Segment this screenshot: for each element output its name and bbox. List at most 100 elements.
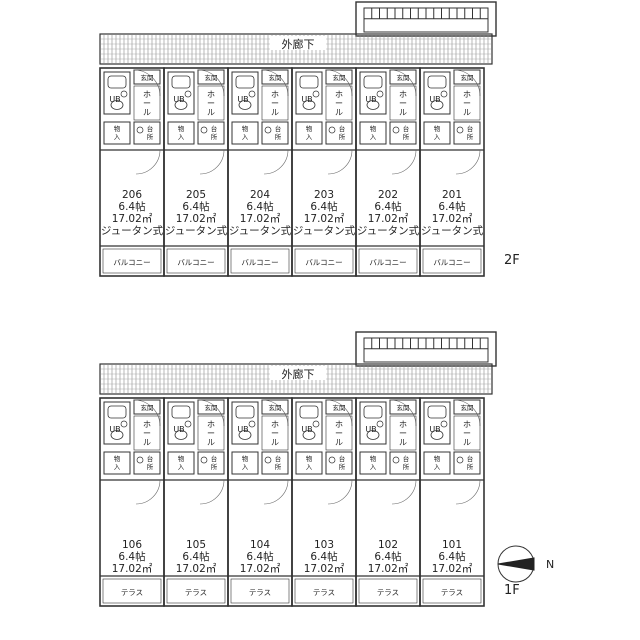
storage-label: 物入 (370, 124, 377, 141)
vertical-char: 台 (147, 454, 154, 463)
kitchen-box (133, 451, 161, 475)
front-label: バルコニー (369, 258, 406, 267)
vertical-char: 物 (178, 454, 185, 463)
vertical-char: 台 (211, 454, 218, 463)
entrance-label: 玄関 (141, 403, 154, 412)
vertical-char: 物 (178, 124, 185, 133)
unit-number: 101 (442, 539, 462, 551)
unit-size: 6.4帖 (118, 550, 146, 563)
hall-label: ホール (463, 420, 471, 447)
vertical-char: 台 (339, 124, 346, 133)
stove-icon (136, 456, 144, 464)
kitchen-label: 台所 (339, 124, 346, 141)
hall-area (453, 85, 481, 121)
vertical-char: 所 (467, 462, 474, 471)
vertical-char: ホ (399, 420, 407, 429)
corridor-outline (99, 363, 493, 395)
kitchen-label: 台所 (147, 454, 154, 471)
entrance-label: 玄関 (397, 403, 410, 412)
bathtub-icon (107, 75, 127, 89)
unit-floor-type: ジュータン式 (357, 224, 420, 237)
sink-icon (248, 90, 256, 98)
hall-area (133, 85, 161, 121)
vertical-char: ー (271, 429, 279, 438)
vertical-char: 入 (434, 463, 441, 471)
vertical-char: 入 (114, 133, 121, 141)
bathtub-icon (107, 405, 127, 419)
stair-outline (355, 331, 497, 367)
bath-unit (423, 401, 451, 445)
storage-label: 物入 (370, 454, 377, 471)
vertical-char: 物 (434, 454, 441, 463)
storage-box (423, 451, 451, 475)
vertical-char: ー (207, 99, 215, 108)
vertical-char: ホ (463, 90, 471, 99)
vertical-char: ホ (143, 90, 151, 99)
storage-box (359, 121, 387, 145)
kitchen-box (325, 451, 353, 475)
unit-number: 102 (378, 539, 398, 551)
vertical-char: 台 (275, 454, 282, 463)
floor-1f: 外廊下UB玄関ホール物入台所1066.4帖17.02㎡テラスUB玄関ホール物入台… (99, 331, 520, 607)
storage-label: 物入 (434, 124, 441, 141)
corridor-label: 外廊下 (282, 37, 315, 51)
kitchen-label: 台所 (403, 454, 410, 471)
storage-box (295, 121, 323, 145)
storage-box (295, 451, 323, 475)
entrance-box (389, 399, 417, 415)
vertical-char: 入 (242, 463, 249, 471)
vertical-char: ル (271, 438, 279, 447)
vertical-char: 所 (211, 132, 218, 141)
hall-area (453, 415, 481, 451)
vertical-char: 所 (403, 132, 410, 141)
unit-number: 202 (378, 189, 398, 201)
storage-label: 物入 (242, 124, 249, 141)
unit-size: 6.4帖 (118, 200, 146, 213)
hall-label: ホール (207, 420, 215, 447)
front-label: テラス (441, 588, 463, 597)
storage-box (359, 451, 387, 475)
kitchen-box (325, 121, 353, 145)
kitchen-label: 台所 (211, 124, 218, 141)
bath-label: UB (429, 425, 440, 434)
storage-label: 物入 (434, 454, 441, 471)
unit-size: 6.4帖 (438, 200, 466, 213)
stairs-1f (355, 331, 497, 367)
vertical-char: ー (463, 99, 471, 108)
front-label: バルコニー (433, 258, 470, 267)
hall-label: ホール (271, 420, 279, 447)
unit-area: 17.02㎡ (432, 213, 473, 225)
kitchen-label: 台所 (339, 454, 346, 471)
hall-area (325, 85, 353, 121)
front-area (422, 248, 482, 274)
sink-icon (184, 420, 192, 428)
vertical-char: ホ (335, 90, 343, 99)
compass-arrow (497, 557, 535, 571)
front-area (358, 578, 418, 604)
bath-unit (359, 71, 387, 115)
bath-unit (167, 71, 195, 115)
front-area (102, 578, 162, 604)
kitchen-box (389, 121, 417, 145)
hall-area (261, 85, 289, 121)
kitchen-box (389, 451, 417, 475)
hall-area (133, 415, 161, 451)
bathtub-icon (299, 405, 319, 419)
entrance-label: 玄関 (269, 73, 282, 82)
vertical-char: 入 (178, 463, 185, 471)
unit-size: 6.4帖 (182, 550, 210, 563)
front-area (294, 248, 354, 274)
vertical-char: 入 (306, 463, 313, 471)
vertical-char: 入 (370, 463, 377, 471)
unit-number: 105 (186, 539, 206, 551)
entrance-box (261, 399, 289, 415)
storage-box (103, 121, 131, 145)
kitchen-label: 台所 (147, 124, 154, 141)
unit-size: 6.4帖 (182, 200, 210, 213)
